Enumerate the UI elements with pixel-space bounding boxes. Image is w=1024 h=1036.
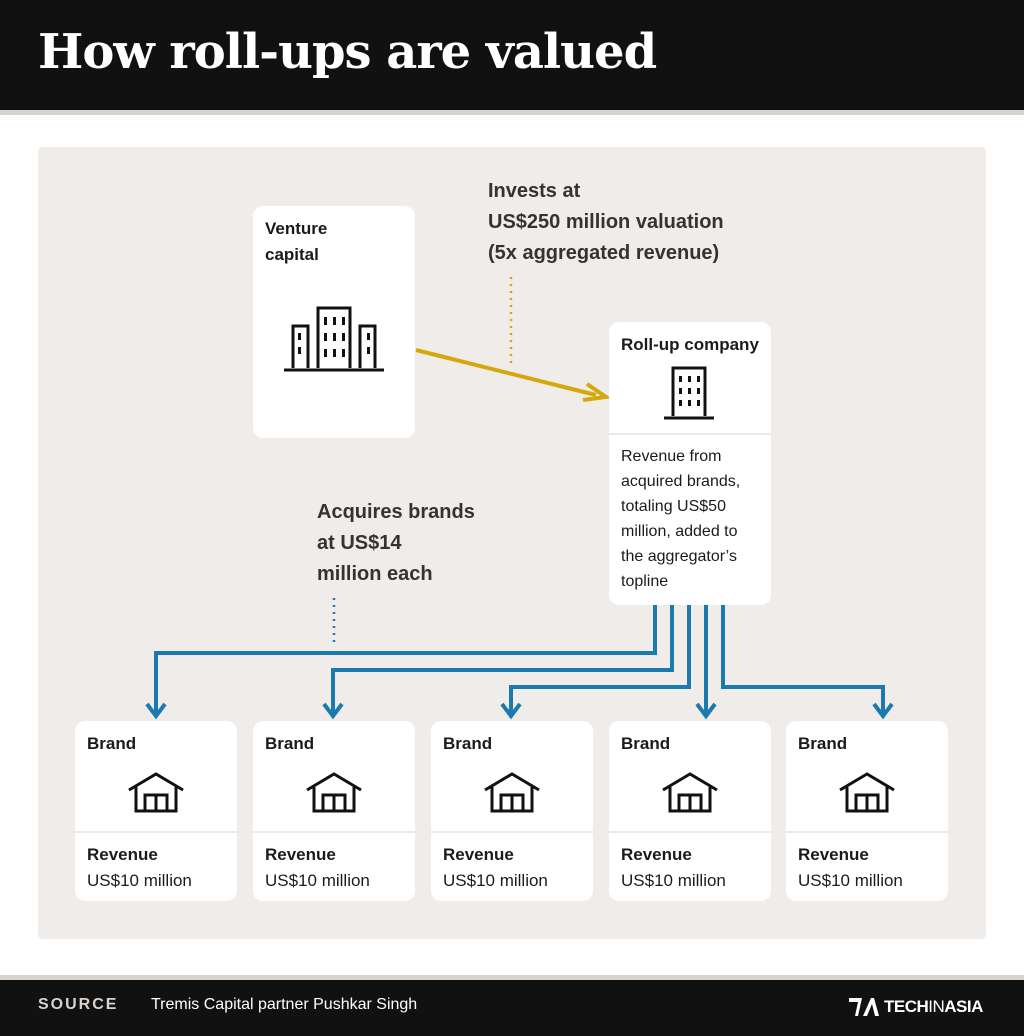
brand-revenue-value: US$10 million	[443, 871, 548, 890]
brand-revenue-value: US$10 million	[265, 871, 370, 890]
brand-revenue-label: Revenue	[443, 845, 514, 864]
arrowhead-brand-5	[872, 702, 894, 720]
brand-title: Brand	[87, 734, 137, 753]
acquire-arrow-brand-2	[331, 605, 674, 714]
rollup-divider	[609, 433, 771, 435]
brand-revenue-value: US$10 million	[621, 871, 726, 890]
acquire-annotation: Acquires brands at US$14 million each	[317, 501, 475, 585]
rollup-description: Revenue from acquired brands, totaling U…	[621, 448, 741, 590]
house-icon	[306, 772, 362, 813]
acquire-arrow-brand-5	[721, 605, 885, 714]
rollup-company-title: Roll-up company	[621, 335, 759, 354]
footer-bar: SOURCE Tremis Capital partner Pushkar Si…	[0, 980, 1024, 1036]
office-tower-icon	[664, 366, 714, 420]
house-icon	[839, 772, 895, 813]
brand-title: Brand	[265, 734, 315, 753]
brand-divider	[786, 831, 948, 833]
brand-title: Brand	[621, 734, 671, 753]
brand-revenue-label: Revenue	[87, 845, 158, 864]
brand-revenue-value: US$10 million	[87, 871, 192, 890]
footer-divider	[0, 975, 1024, 980]
venture-capital-card: Venture capital	[253, 206, 415, 438]
invest-arrowhead	[582, 382, 612, 402]
arrowhead-brand-3	[500, 702, 522, 720]
brand-divider	[609, 831, 771, 833]
techinasia-mark-icon	[849, 998, 879, 1016]
header-divider	[0, 110, 1024, 115]
brand-revenue-value: US$10 million	[798, 871, 903, 890]
house-icon	[484, 772, 540, 813]
page-title: How roll-ups are valued	[38, 24, 657, 80]
brand-divider	[75, 831, 237, 833]
house-icon	[128, 772, 184, 813]
invest-arrow-line	[415, 348, 597, 397]
arrowhead-brand-2	[322, 702, 344, 720]
techinasia-logo: TECHINASIA	[848, 994, 983, 1020]
rollup-company-card: Roll-up company Revenue from acquired br…	[609, 322, 771, 605]
office-buildings-icon	[284, 306, 384, 372]
brand-divider	[253, 831, 415, 833]
venture-capital-title: Venture capital	[265, 219, 328, 264]
house-icon	[662, 772, 718, 813]
logo-text-asia: ASIA	[944, 997, 983, 1016]
header-bar: How roll-ups are valued	[0, 0, 1024, 110]
acquire-arrow-brand-3	[509, 605, 691, 714]
brand-divider	[431, 831, 593, 833]
brand-revenue-label: Revenue	[265, 845, 336, 864]
acquire-arrows	[145, 605, 894, 720]
brand-title: Brand	[443, 734, 493, 753]
brand-revenue-label: Revenue	[798, 845, 869, 864]
acquire-arrow-brand-1	[154, 605, 657, 714]
invest-annotation: Invests at US$250 million valuation (5x …	[488, 180, 724, 264]
brand-title: Brand	[798, 734, 848, 753]
arrowhead-brand-1	[145, 702, 167, 720]
logo-text-in: IN	[928, 997, 945, 1016]
source-label: SOURCE	[38, 996, 119, 1013]
arrowhead-brand-4	[695, 702, 717, 720]
source-text: Tremis Capital partner Pushkar Singh	[151, 996, 418, 1013]
logo-text-tech: TECH	[884, 997, 929, 1016]
brand-revenue-label: Revenue	[621, 845, 692, 864]
